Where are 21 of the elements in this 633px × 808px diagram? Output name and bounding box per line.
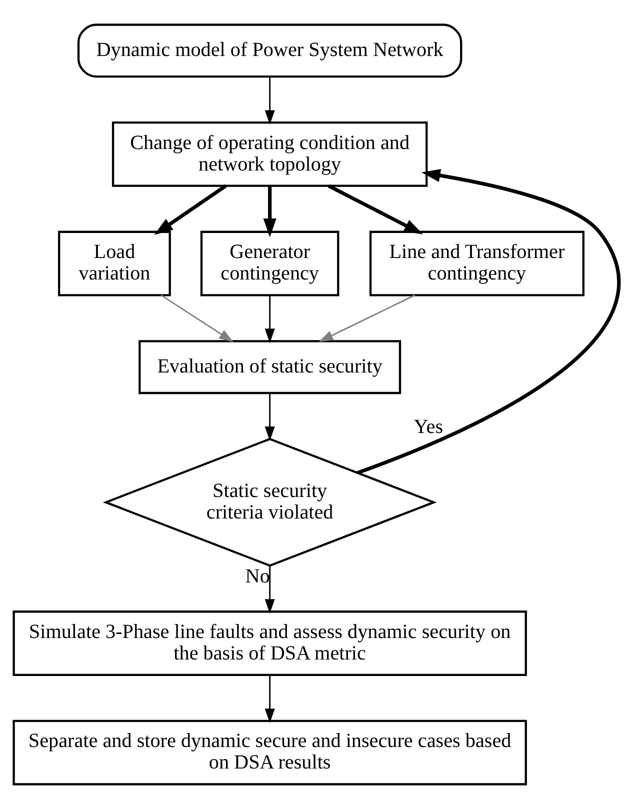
node-box: Separate and store dynamic secure and insecure cases based on DSA results: [12, 719, 527, 785]
node-box: Generator contingency: [200, 230, 340, 296]
arrow: [356, 168, 620, 474]
arrow: [264, 392, 275, 440]
node-box: Simulate 3-Phase line faults and assess dynamic security on the basis of DSA metric: [12, 610, 527, 676]
arrow: [263, 185, 276, 237]
node-box: Line and Transformer contingency: [369, 230, 584, 296]
node-box: Load variation: [58, 230, 171, 296]
arrow: [264, 565, 275, 613]
node-box: Evaluation of static security: [138, 340, 402, 394]
node-box: Change of operating condition and network topology: [112, 120, 428, 186]
arrow: [318, 294, 416, 342]
arrow: [154, 184, 227, 234]
arrow: [328, 184, 423, 234]
arrow: [264, 294, 275, 343]
arrow: [160, 294, 234, 342]
arrow: [264, 76, 275, 124]
node-diamond: Static security criteria violated: [102, 437, 437, 566]
arrow: [264, 674, 275, 723]
node-box: Dynamic model of Power System Network: [77, 23, 462, 78]
edge-label: Yes: [414, 416, 444, 438]
